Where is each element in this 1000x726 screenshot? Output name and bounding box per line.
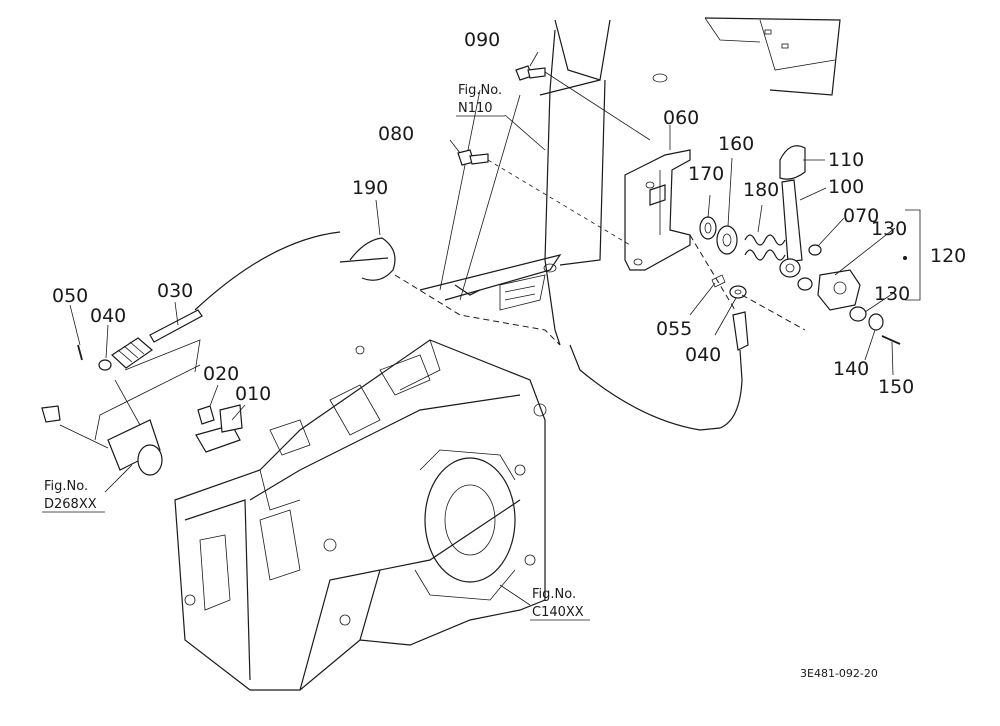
clamp-010 — [195, 404, 243, 453]
label-060: 060 — [663, 107, 699, 129]
label-180: 180 — [743, 179, 779, 201]
collar-130a — [797, 277, 813, 291]
fig-ref-n110: Fig.No. N110 — [456, 83, 505, 117]
fig-ref-c140: Fig.No. C140XX — [530, 587, 590, 621]
spring-180 — [744, 234, 786, 261]
cam-assembly-120 — [797, 244, 901, 345]
label-160: 160 — [718, 133, 754, 155]
mounting-plate — [419, 79, 601, 346]
bolt-090 — [515, 65, 546, 81]
label-040-right: 040 — [685, 344, 721, 366]
lever-100 — [779, 179, 803, 278]
part-labels: 090 080 060 160 170 180 110 100 070 130 … — [52, 29, 966, 405]
fig-ref-d268: Fig.No. D268XX — [42, 479, 105, 513]
left-fitting — [41, 339, 201, 476]
washer-040-left — [98, 359, 112, 371]
fig-ref-d268-code: D268XX — [44, 497, 97, 512]
label-030: 030 — [157, 280, 193, 302]
leader-lines — [69, 51, 896, 606]
cable-190 — [194, 231, 561, 346]
label-100: 100 — [828, 176, 864, 198]
pin-055 — [711, 274, 726, 288]
leader-080 — [487, 159, 631, 246]
fig-ref-n110-code: N110 — [458, 101, 493, 116]
washer-140 — [868, 313, 884, 331]
right-cable — [569, 234, 806, 431]
rod-030 — [77, 309, 203, 371]
fig-ref-c140-code: C140XX — [532, 605, 584, 620]
label-070: 070 — [843, 205, 879, 227]
washer-170 — [699, 216, 717, 240]
label-140: 140 — [833, 358, 869, 380]
label-170: 170 — [688, 163, 724, 185]
bolt-080 — [457, 149, 489, 166]
label-090: 090 — [464, 29, 500, 51]
group-bracket-120 — [905, 209, 921, 301]
label-120: 120 — [930, 245, 966, 267]
label-050: 050 — [52, 285, 88, 307]
fig-ref-c140-prefix: Fig.No. — [532, 587, 576, 602]
label-150: 150 — [878, 376, 914, 398]
label-130-bottom: 130 — [874, 283, 910, 305]
pin-150 — [881, 335, 901, 345]
label-020: 020 — [203, 363, 239, 385]
leader-090 — [544, 71, 651, 141]
label-055: 055 — [656, 318, 692, 340]
label-190: 190 — [352, 177, 388, 199]
nut-070 — [808, 244, 822, 256]
collar-130b — [849, 306, 867, 322]
fig-ref-d268-prefix: Fig.No. — [44, 479, 88, 494]
bracket-060 — [624, 149, 691, 271]
bolt-020 — [197, 405, 215, 425]
label-010: 010 — [235, 383, 271, 405]
label-110: 110 — [828, 149, 864, 171]
group-dot-120 — [903, 256, 907, 260]
upper-panel-frame — [544, 17, 841, 266]
fig-ref-n110-prefix: Fig.No. — [458, 83, 502, 98]
pin-050 — [77, 344, 83, 361]
transmission-case — [174, 339, 547, 691]
washer-160 — [716, 225, 738, 255]
label-130-top: 130 — [871, 218, 907, 240]
knob-110 — [779, 145, 806, 180]
label-040-left: 040 — [90, 305, 126, 327]
drawing-code: 3E481-092-20 — [800, 667, 878, 680]
label-080: 080 — [378, 123, 414, 145]
